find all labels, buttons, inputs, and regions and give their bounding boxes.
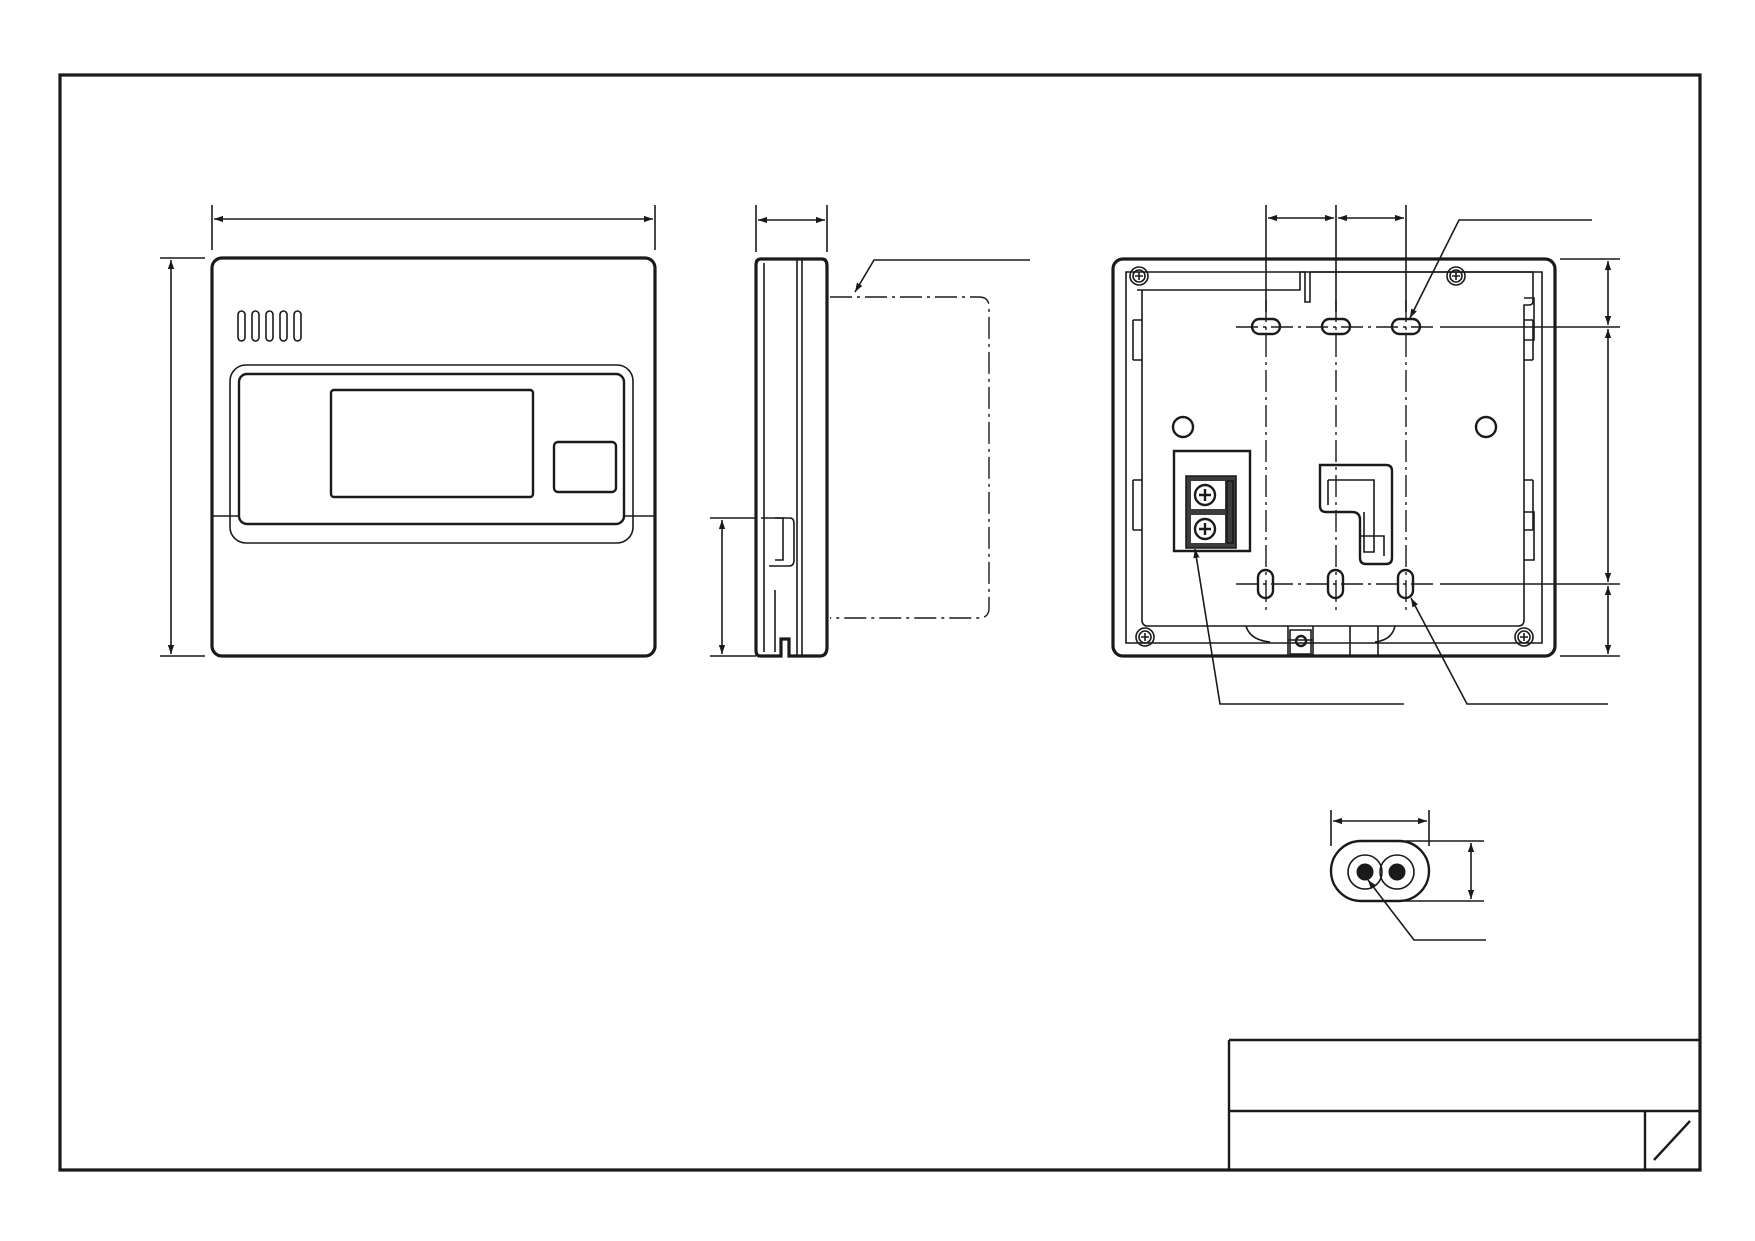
wall-clip [775, 518, 783, 560]
leader-top-slot [1410, 220, 1592, 318]
terminal-screw-2 [1195, 519, 1215, 539]
revision-slash [1654, 1121, 1690, 1160]
conductor-2 [1380, 855, 1414, 889]
side-view [710, 205, 1030, 656]
cable-outer [1331, 841, 1429, 901]
rear-inner-frame [1137, 272, 1533, 626]
cable-section [1331, 810, 1486, 940]
leader-bottom-slot [1411, 598, 1608, 704]
front-panel-inner [239, 374, 624, 524]
title-block [1229, 1040, 1700, 1170]
lcd-display [331, 390, 533, 497]
rear-view [1113, 205, 1620, 704]
terminal-screw-1 [1195, 485, 1215, 505]
sheet-border [60, 75, 1700, 1170]
leader-conductor [1368, 880, 1486, 940]
bottom-tab [1288, 626, 1313, 656]
wall-box-phantom [830, 297, 989, 618]
side-profile [756, 259, 827, 656]
mount-hole-right [1476, 417, 1496, 437]
rear-outer [1113, 259, 1555, 656]
leader-side [855, 260, 1030, 292]
cable-guide [1320, 465, 1392, 564]
front-panel-outer [230, 365, 633, 543]
speaker-slots [238, 311, 301, 341]
front-view [160, 205, 655, 656]
terminal-block [1174, 451, 1250, 551]
button-window [554, 442, 616, 492]
mount-hole-left [1173, 417, 1193, 437]
leader-terminal [1193, 549, 1404, 704]
front-body [212, 258, 655, 656]
conductor-1 [1348, 855, 1382, 889]
